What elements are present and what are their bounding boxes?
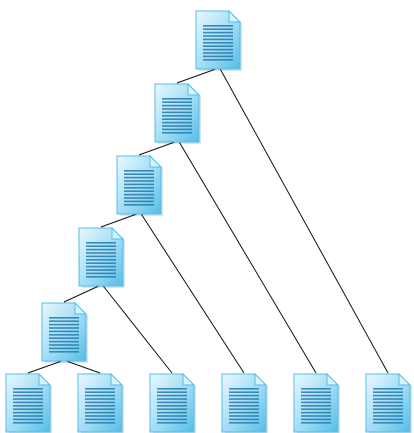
document-icon (221, 372, 268, 433)
edge-n3-n4 (100, 213, 137, 228)
document-icon (77, 372, 124, 433)
edge-n2-n3 (138, 141, 175, 156)
edge-n2-n10 (178, 141, 317, 374)
document-icon (116, 154, 163, 216)
edge-n3-n9 (140, 213, 245, 374)
nodes-layer (5, 9, 412, 433)
document-icon (41, 301, 88, 363)
document-icon (195, 9, 242, 71)
document-icon (78, 226, 125, 288)
document-icon (5, 372, 52, 433)
edge-n4-n5 (63, 285, 100, 303)
edge-n4-n8 (102, 285, 173, 374)
edge-n5-n7 (66, 360, 101, 374)
document-icon (365, 372, 412, 433)
document-icon (293, 372, 340, 433)
edge-n1-n11 (219, 68, 389, 374)
document-icon (154, 82, 201, 144)
edge-n1-n2 (176, 68, 216, 84)
document-icon (149, 372, 196, 433)
edge-n5-n6 (27, 360, 62, 374)
edges-layer (27, 68, 389, 374)
